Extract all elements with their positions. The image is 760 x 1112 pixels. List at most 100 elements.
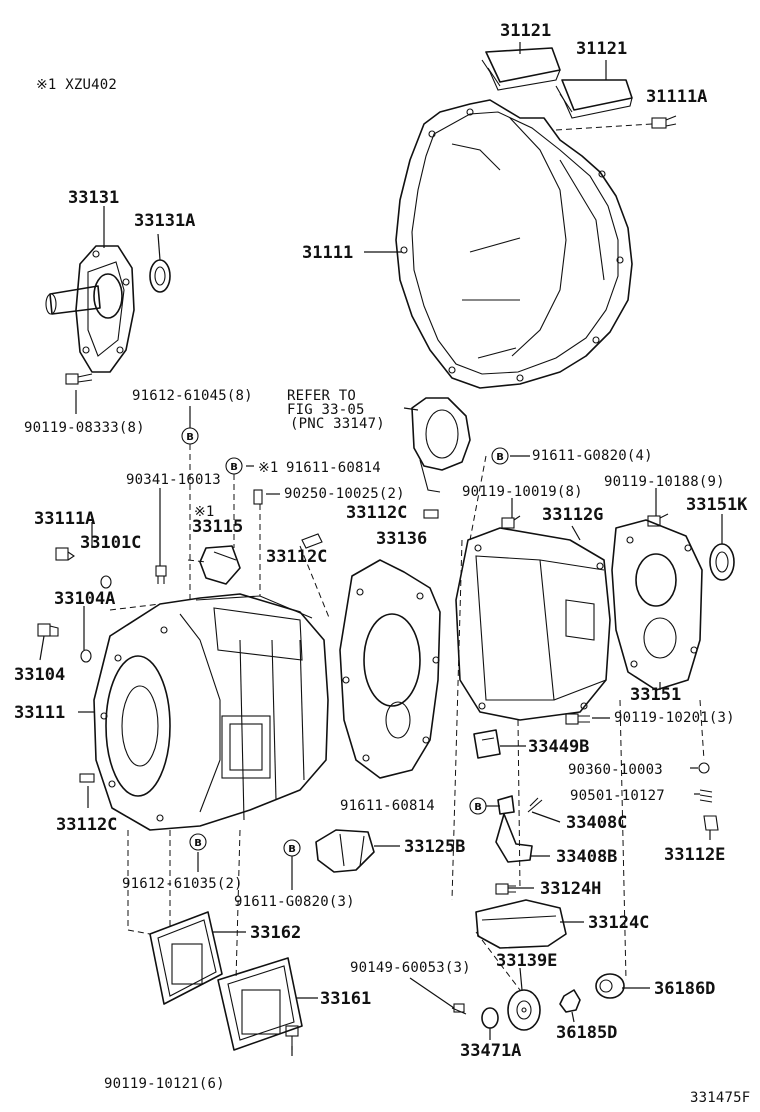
callout-33408B: 33408B [556,847,617,867]
variant-note: ※1 XZU402 [36,77,117,93]
bolt-31111A-top [651,115,677,129]
oil-seal-33151K [709,543,735,581]
callout-33131A: 33131A [134,211,195,231]
bolt-90119-10019 [501,515,521,529]
callout-33111-left: 33111 [14,703,65,723]
cover-31121-right [555,79,633,119]
cover-31121-left [481,47,561,91]
spring-90501-10127 [699,789,713,803]
callout-33124H: 33124H [540,879,601,899]
clutch-housing-31111 [395,99,633,389]
refer-to-line1: REFER TO [287,388,356,404]
callout-31111A-top: 31111A [646,87,707,107]
callout-33471A: 33471A [460,1041,521,1061]
refer-to-line3: (PNC 33147) [290,416,385,432]
bracket-33115 [199,545,241,585]
b-marker-1: B [181,427,199,445]
oil-seal-33131A [149,259,171,293]
svg-text:B: B [288,844,296,855]
sensor-33408B [495,795,533,863]
gasket-33162 [149,911,223,1005]
callout-33112G: 33112G [542,505,603,525]
callout-36186D: 36186D [654,979,715,999]
cover-33124C [475,899,567,949]
callout-90119-10121: 90119-10121(6) [104,1076,225,1092]
svg-text:B: B [474,802,482,813]
callout-90119-10201: 90119-10201(3) [614,710,735,726]
transmission-case-33111 [93,593,329,831]
callout-90119-10019: 90119-10019(8) [462,484,583,500]
refer-to-line2: FIG 33-05 [287,402,365,418]
callout-33104: 33104 [14,665,65,685]
bolt-33124H [495,883,516,895]
callout-90341-16013: 90341-16013 [126,472,221,488]
gasket-33112C-top [411,397,471,493]
callout-90149-60053: 90149-60053(3) [350,960,471,976]
bolt-90119-08333 [65,373,93,385]
callout-33112E: 33112E [664,845,725,865]
b-marker-4: B [469,797,487,815]
alignment-dashes [109,123,705,991]
callout-36185D: 36185D [556,1023,617,1043]
svg-text:B: B [230,462,238,473]
pin-33112C-right [423,509,439,519]
callout-33139E: 33139E [496,951,557,971]
callout-33161: 33161 [320,989,371,1009]
plug-33101C [100,575,112,589]
callout-33136: 33136 [376,529,427,549]
intermediate-plate-33136 [339,559,441,779]
cover-33161 [217,957,303,1051]
pin-33112C-mid [301,533,323,549]
callout-33104A: 33104A [54,589,115,609]
b-marker-5: B [189,833,207,851]
callout-33112C-left: 33112C [56,815,117,835]
b-marker-2: B [225,457,243,475]
callout-33115: 33115 [192,517,243,537]
pin-33112C-left [79,773,95,783]
leader-lines [39,42,723,1056]
svg-text:B: B [194,838,202,849]
callout-33112C-top: 33112C [346,503,407,523]
callout-31121-left: 31121 [500,21,551,41]
callout-91612-61045: 91612-61045(8) [132,388,253,404]
gear-36185D [559,989,581,1013]
callout-91611-60814-bottom: 91611-60814 [340,798,435,814]
b-marker-6: B [283,839,301,857]
callout-90119-08333: 90119-08333(8) [24,420,145,436]
plug-33104 [37,623,59,637]
vent-plug-90341 [155,565,167,584]
gear-33139E [507,989,541,1031]
bolt-33111A-left [55,547,75,561]
callout-90501-10127: 90501-10127 [570,788,665,804]
callout-33131: 33131 [68,188,119,208]
pin-90250-10025 [253,489,263,505]
rear-cover-33151 [611,519,703,691]
figure-code: 331475F [690,1090,750,1106]
extension-housing-33112G [455,527,611,721]
bolt-90119-10188 [647,513,669,527]
bolt-90119-10201 [565,713,590,725]
note-mark-33115: ※1 [194,504,215,520]
callout-33151: 33151 [630,685,681,705]
callout-33112C-mid: 33112C [266,547,327,567]
clip-33449B [473,729,501,759]
callout-33125B: 33125B [404,837,465,857]
callout-33111A-left: 33111A [34,509,95,529]
bolt-90149-60053 [451,1003,467,1015]
callout-91612-61035: 91612-61035(2) [122,876,243,892]
b-marker-3: B [491,447,509,465]
sensor-33408C [527,797,543,813]
callout-91611-60814-top: 91611-60814 [286,460,381,476]
callout-91611-G0820-4: 91611-G0820(4) [532,448,653,464]
callout-90250-10025: 90250-10025(2) [284,486,405,502]
svg-text:B: B [186,432,194,443]
callout-31111: 31111 [302,243,353,263]
note-mark-1: ※1 [258,460,279,476]
ball-90360-10003 [698,762,710,774]
callout-90119-10188: 90119-10188(9) [604,474,725,490]
callout-33124C: 33124C [588,913,649,933]
callout-90360-10003: 90360-10003 [568,762,663,778]
gear-36186D [595,973,625,999]
bearing-retainer-33131 [45,245,135,373]
